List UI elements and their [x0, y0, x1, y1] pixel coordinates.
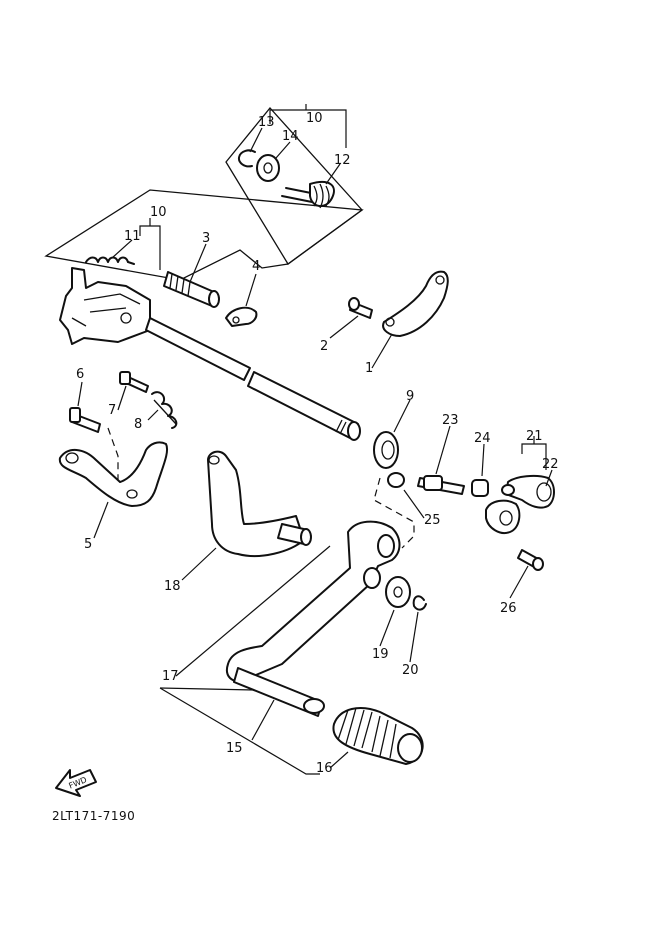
callout-5: 5 [84, 537, 92, 552]
screw-2 [348, 297, 373, 319]
assembly-line-25 [373, 477, 415, 549]
callout-1: 1 [365, 361, 373, 376]
callout-16: 16 [316, 761, 333, 776]
bolt-26 [517, 549, 544, 571]
callout-23: 23 [442, 413, 459, 428]
callout-9: 9 [406, 389, 414, 404]
lever-5 [58, 441, 168, 507]
bolt-23 [417, 475, 465, 495]
circlip-13 [238, 149, 256, 168]
callout-20: 20 [402, 663, 419, 678]
shift-shaft [145, 317, 361, 441]
callout-8: 8 [134, 417, 142, 432]
callout-labels: 1 2 3 4 5 6 7 8 9 10 10 11 12 13 14 15 1… [76, 111, 559, 776]
washer-25 [387, 472, 405, 488]
spring-11 [85, 256, 135, 265]
shift-arm-18 [207, 450, 312, 558]
callout-18: 18 [164, 579, 181, 594]
callout-26: 26 [500, 601, 517, 616]
washer-19 [385, 576, 411, 608]
callout-25: 25 [424, 513, 441, 528]
stopper-4 [225, 306, 258, 327]
callout-4: 4 [252, 259, 260, 274]
callout-22: 22 [542, 457, 559, 472]
rod-end-21 [501, 474, 555, 509]
shift-pedal-17 [226, 520, 401, 717]
rod-end-22 [485, 499, 521, 534]
drawing-code: 2LT171-7190 [52, 809, 135, 823]
callout-19: 19 [372, 647, 389, 662]
clip-20 [412, 595, 427, 611]
stopper-plate-1 [382, 270, 449, 337]
callout-7: 7 [108, 403, 116, 418]
bolt-7 [119, 371, 149, 393]
callout-10-lower: 10 [150, 205, 167, 220]
bracket-17 [159, 687, 255, 691]
callout-6: 6 [76, 367, 84, 382]
bolt-3 [163, 271, 220, 308]
callout-24: 24 [474, 431, 491, 446]
callout-2: 2 [320, 339, 328, 354]
oil-seal-9 [373, 431, 399, 469]
bracket-10-upper [269, 109, 347, 148]
callout-10-upper: 10 [306, 111, 323, 126]
spring-8 [151, 391, 178, 429]
callout-14: 14 [282, 129, 299, 144]
callout-11: 11 [124, 229, 141, 244]
bracket-15-16 [159, 687, 320, 775]
callout-12: 12 [334, 153, 351, 168]
washer-14 [256, 154, 280, 182]
nut-24 [471, 479, 489, 497]
callout-13: 13 [258, 115, 275, 130]
callout-3: 3 [202, 231, 210, 246]
spring-12 [281, 180, 335, 209]
callout-17: 17 [162, 669, 179, 684]
callout-15: 15 [226, 741, 243, 756]
forward-arrow-icon: FWD [55, 769, 97, 797]
shift-lever-plate [59, 267, 151, 345]
callout-21: 21 [526, 429, 543, 444]
bolt-6 [69, 407, 101, 433]
bracket-10-lower [139, 225, 161, 270]
group-box-lower [44, 189, 364, 281]
pedal-rubber-16 [332, 707, 424, 765]
